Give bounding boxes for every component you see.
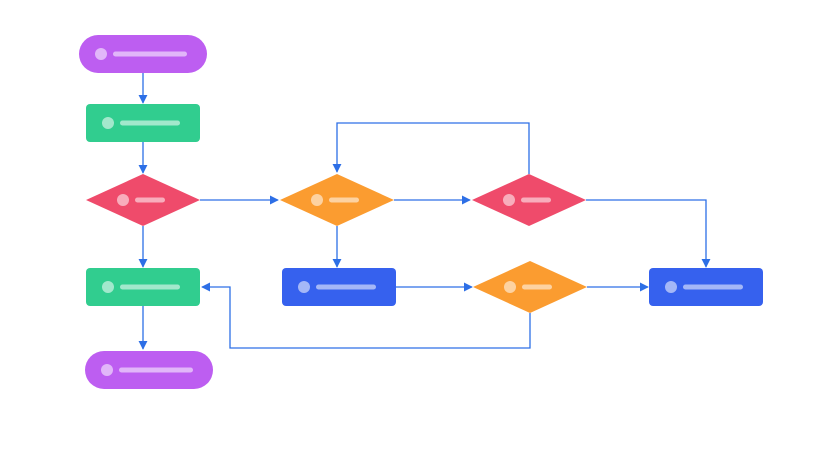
node-decision-4 xyxy=(473,261,587,313)
node-decision-1 xyxy=(86,174,200,226)
node-step-3 xyxy=(282,268,396,306)
placeholder-label-bar xyxy=(113,51,187,57)
placeholder-label-bar xyxy=(683,284,743,290)
node-step-2 xyxy=(86,268,200,306)
node-decision-3 xyxy=(472,174,586,226)
placeholder-label-bar xyxy=(329,197,359,203)
placeholder-dot-icon xyxy=(102,281,114,293)
node-end xyxy=(85,351,213,389)
placeholder-dot-icon xyxy=(101,364,113,376)
connector-decision-3-to-decision-2 xyxy=(332,122,530,174)
connectors xyxy=(138,73,711,350)
node-decision-2 xyxy=(280,174,394,226)
connector-decision-4-to-step-2 xyxy=(201,282,531,349)
node-step-1 xyxy=(86,104,200,142)
placeholder-label-bar xyxy=(521,197,551,203)
placeholder-dot-icon xyxy=(504,281,516,293)
placeholder-dot-icon xyxy=(298,281,310,293)
placeholder-dot-icon xyxy=(503,194,515,206)
placeholder-label-bar xyxy=(522,284,552,290)
placeholder-label-bar xyxy=(120,284,180,290)
placeholder-dot-icon xyxy=(311,194,323,206)
placeholder-dot-icon xyxy=(665,281,677,293)
placeholder-dot-icon xyxy=(102,117,114,129)
nodes xyxy=(79,35,763,389)
node-start xyxy=(79,35,207,73)
node-step-4 xyxy=(649,268,763,306)
placeholder-label-bar xyxy=(119,367,193,373)
placeholder-dot-icon xyxy=(95,48,107,60)
placeholder-label-bar xyxy=(316,284,376,290)
placeholder-label-bar xyxy=(135,197,165,203)
connector-decision-3-to-step-4 xyxy=(586,199,711,268)
placeholder-label-bar xyxy=(120,120,180,126)
placeholder-dot-icon xyxy=(117,194,129,206)
